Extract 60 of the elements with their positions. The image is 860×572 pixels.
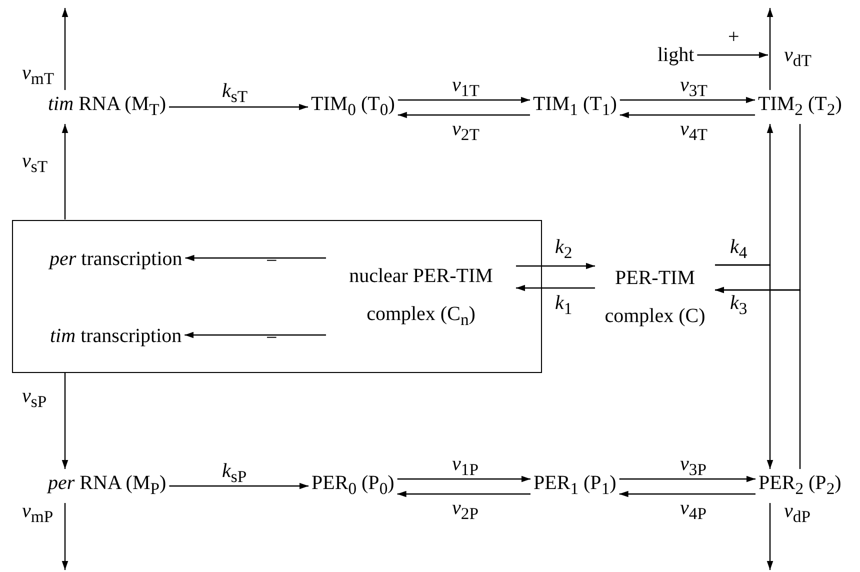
edge-label: v$_{4P}$ [680,497,706,525]
node-label: PER$_{1}$ (P$_{1}$) [530,469,620,503]
arrow [185,254,326,262]
arrow [62,503,68,570]
edge-label: v$_{sP}$ [22,385,47,413]
node-label: tim RNA (M$_{T}$) [45,90,169,124]
edge-label: v$_{dP}$ [784,500,810,528]
arrow [397,476,530,482]
arrow [620,96,755,104]
arrow [516,284,595,292]
arrow [62,8,68,90]
arrow [715,264,774,469]
edge-label: v$_{2T}$ [452,118,480,146]
edge-label: k$_{2}$ [555,236,572,264]
arrow [397,490,530,498]
arrow [62,124,68,220]
arrow [619,490,756,498]
edge-label: v$_{1P}$ [452,453,478,481]
edge-label: k$_{sP}$ [222,460,247,488]
node-label: PER$_{0}$ (P$_{0}$) [308,469,398,503]
node-label: PER-TIM complex (C) [595,259,715,335]
edge-label: − [266,327,278,349]
arrow [697,52,768,58]
arrow [620,112,755,118]
node-label: TIM$_{1}$ (T$_{1}$) [530,90,620,124]
arrow [619,476,756,482]
node-label: per transcription [46,244,186,272]
arrow [766,503,774,570]
edge-label: − [266,250,278,272]
arrow [62,372,68,469]
edge-label: k$_{1}$ [555,292,572,320]
edge-label: v$_{mT}$ [22,62,54,90]
arrow [398,96,530,104]
node-label: TIM$_{0}$ (T$_{0}$) [308,90,398,124]
edge-label: k$_{3}$ [730,292,748,320]
arrow [766,8,774,90]
edge-label: k$_{sT}$ [222,80,248,108]
node-label: light [654,41,698,69]
edge-label: v$_{2P}$ [452,497,478,525]
node-label: PER$_{2}$ (P$_{2}$) [756,469,844,503]
node-label: per RNA (M$_{P}$) [45,469,170,503]
node-label: TIM$_{2}$ (T$_{2}$) [755,90,845,124]
edge-label: + [728,26,740,48]
edge-label: v$_{mP}$ [22,500,54,528]
edge-label: v$_{sT}$ [22,150,48,178]
arrow [169,104,308,110]
arrow [398,112,530,118]
arrow [715,286,801,469]
arrow [184,332,326,338]
edge-label: k$_{4}$ [730,236,748,264]
edge-label: v$_{1T}$ [452,74,480,102]
edge-label: v$_{dT}$ [784,44,812,72]
outline-box [12,220,542,372]
edge-label: v$_{3P}$ [680,453,706,481]
arrow [516,262,595,270]
node-label: nuclear PER-TIM complex (C$_{n}$) [326,256,516,338]
arrow [169,482,308,490]
edge-label: v$_{4T}$ [680,118,708,146]
node-label: tim transcription [47,322,185,350]
edge-label: v$_{3T}$ [680,74,708,102]
